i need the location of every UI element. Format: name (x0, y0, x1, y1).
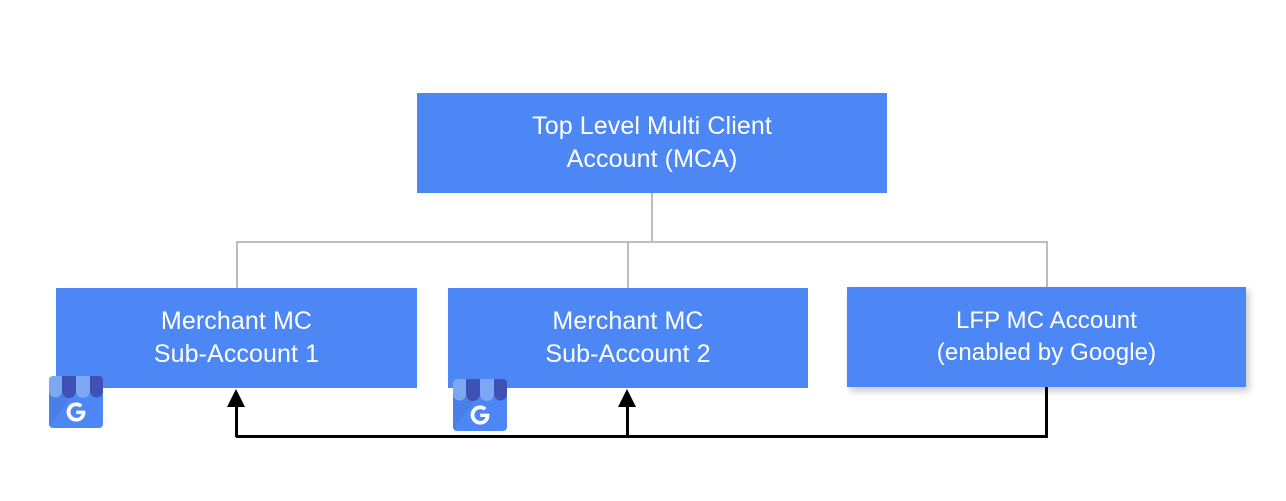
feedback-line-up-sub1 (235, 400, 238, 437)
node-top-level-mca: Top Level Multi Client Account (MCA) (417, 93, 887, 193)
node-merchant-mc-sub-account-2: Merchant MC Sub-Account 2 (448, 288, 808, 388)
feedback-line-horizontal (236, 435, 1048, 438)
feedback-arrowhead-sub1 (227, 389, 245, 407)
google-business-profile-icon (453, 379, 507, 431)
node-lfp-mc-account-label: LFP MC Account (enabled by Google) (936, 307, 1157, 366)
feedback-line-vertical-right (1045, 387, 1048, 438)
connector-horizontal-bus (236, 241, 1048, 243)
feedback-line-up-sub2 (626, 400, 629, 437)
node-merchant-mc-sub-account-1-label: Merchant MC Sub-Account 1 (153, 307, 320, 368)
connector-drop-lfp (1046, 241, 1048, 289)
node-lfp-mc-account: LFP MC Account (enabled by Google) (847, 287, 1246, 387)
node-top-level-mca-label: Top Level Multi Client Account (MCA) (532, 112, 772, 173)
connector-top-stem (651, 193, 653, 242)
google-business-profile-icon (49, 376, 103, 428)
node-merchant-mc-sub-account-2-label: Merchant MC Sub-Account 2 (545, 307, 711, 368)
connector-drop-sub2 (627, 241, 629, 289)
node-merchant-mc-sub-account-1: Merchant MC Sub-Account 1 (56, 288, 417, 388)
connector-drop-sub1 (236, 241, 238, 289)
feedback-arrowhead-sub2 (618, 389, 636, 407)
